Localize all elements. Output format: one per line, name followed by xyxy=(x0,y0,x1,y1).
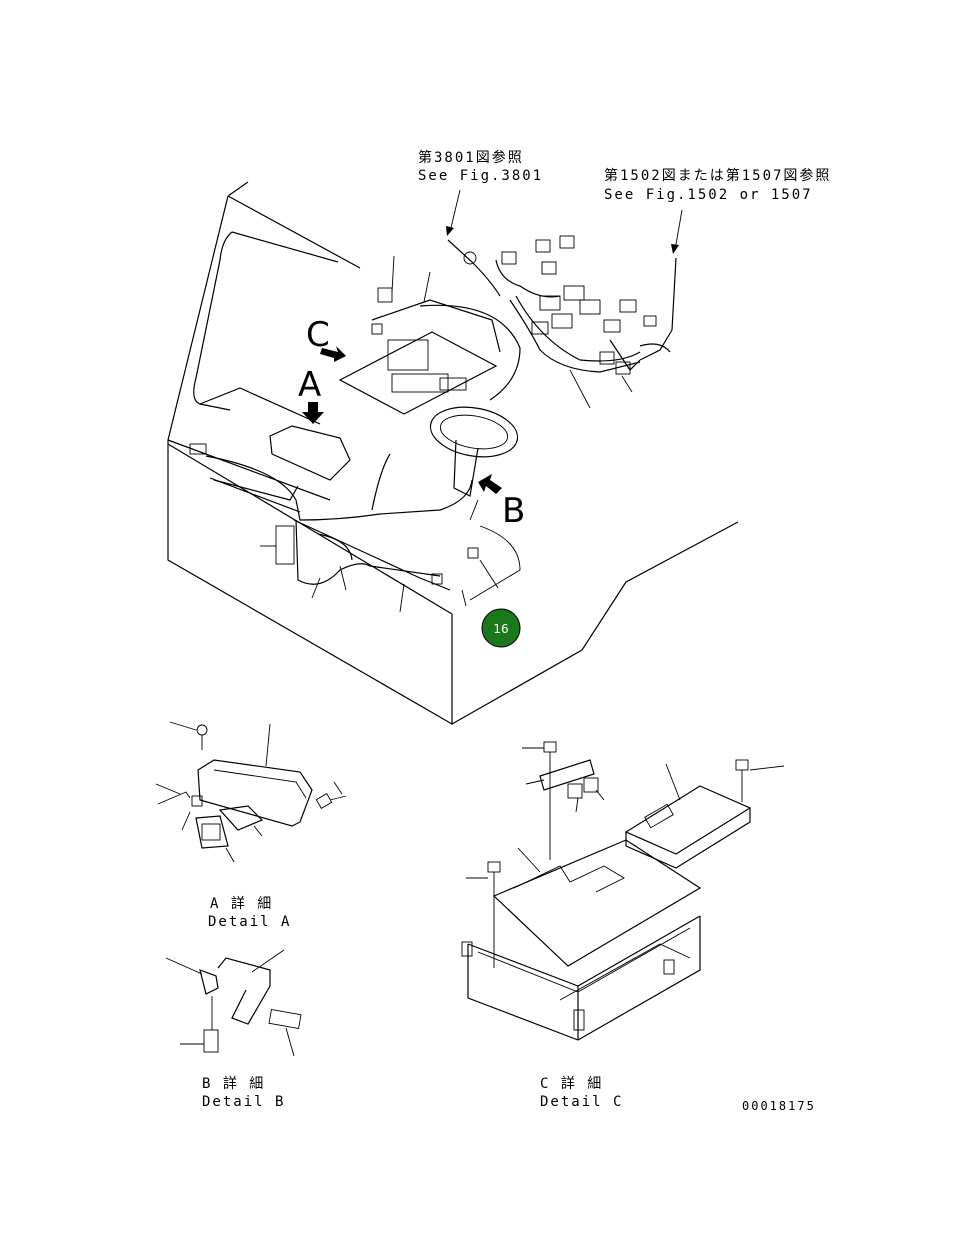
detail-b-jp: B 詳 細 xyxy=(202,1076,265,1092)
view-letter-a: A xyxy=(298,365,321,405)
ref-fig3801-jp: 第3801図参照 xyxy=(418,149,524,166)
ref-fig1502-en: See Fig.1502 or 1507 xyxy=(604,187,813,203)
steering-wheel xyxy=(429,406,519,497)
dash-panel-a xyxy=(189,425,351,513)
ref-fig1502-jp: 第1502図または第1507図参照 xyxy=(604,167,831,184)
detail-c-en: Detail C xyxy=(540,1094,623,1110)
detail-b-en: Detail B xyxy=(202,1094,285,1110)
view-arrow-c xyxy=(320,346,346,362)
ref-leader-3801 xyxy=(446,189,461,236)
view-letter-b: B xyxy=(502,491,525,531)
cab-outline xyxy=(167,181,739,726)
part-badge-label: 16 xyxy=(493,622,508,636)
detail-a-en: Detail A xyxy=(208,914,291,930)
detail-a-drawing xyxy=(155,721,347,863)
detail-c-drawing xyxy=(461,741,785,1041)
ref-leader-1502 xyxy=(671,209,683,254)
wire-harness-main xyxy=(371,235,677,409)
part-badge[interactable]: 16 xyxy=(481,608,521,648)
view-letter-c: C xyxy=(306,315,330,355)
view-arrow-b xyxy=(478,474,502,494)
detail-a-jp: A 詳 細 xyxy=(210,896,273,912)
view-arrow-a xyxy=(302,402,324,424)
drawing-number: 00018175 xyxy=(742,1099,816,1113)
detail-c-jp: C 詳 細 xyxy=(540,1076,603,1092)
control-panel-c xyxy=(338,299,521,415)
wire-harness-lower xyxy=(205,453,499,613)
ref-fig3801-en: See Fig.3801 xyxy=(418,168,543,184)
detail-b-drawing xyxy=(165,949,302,1057)
